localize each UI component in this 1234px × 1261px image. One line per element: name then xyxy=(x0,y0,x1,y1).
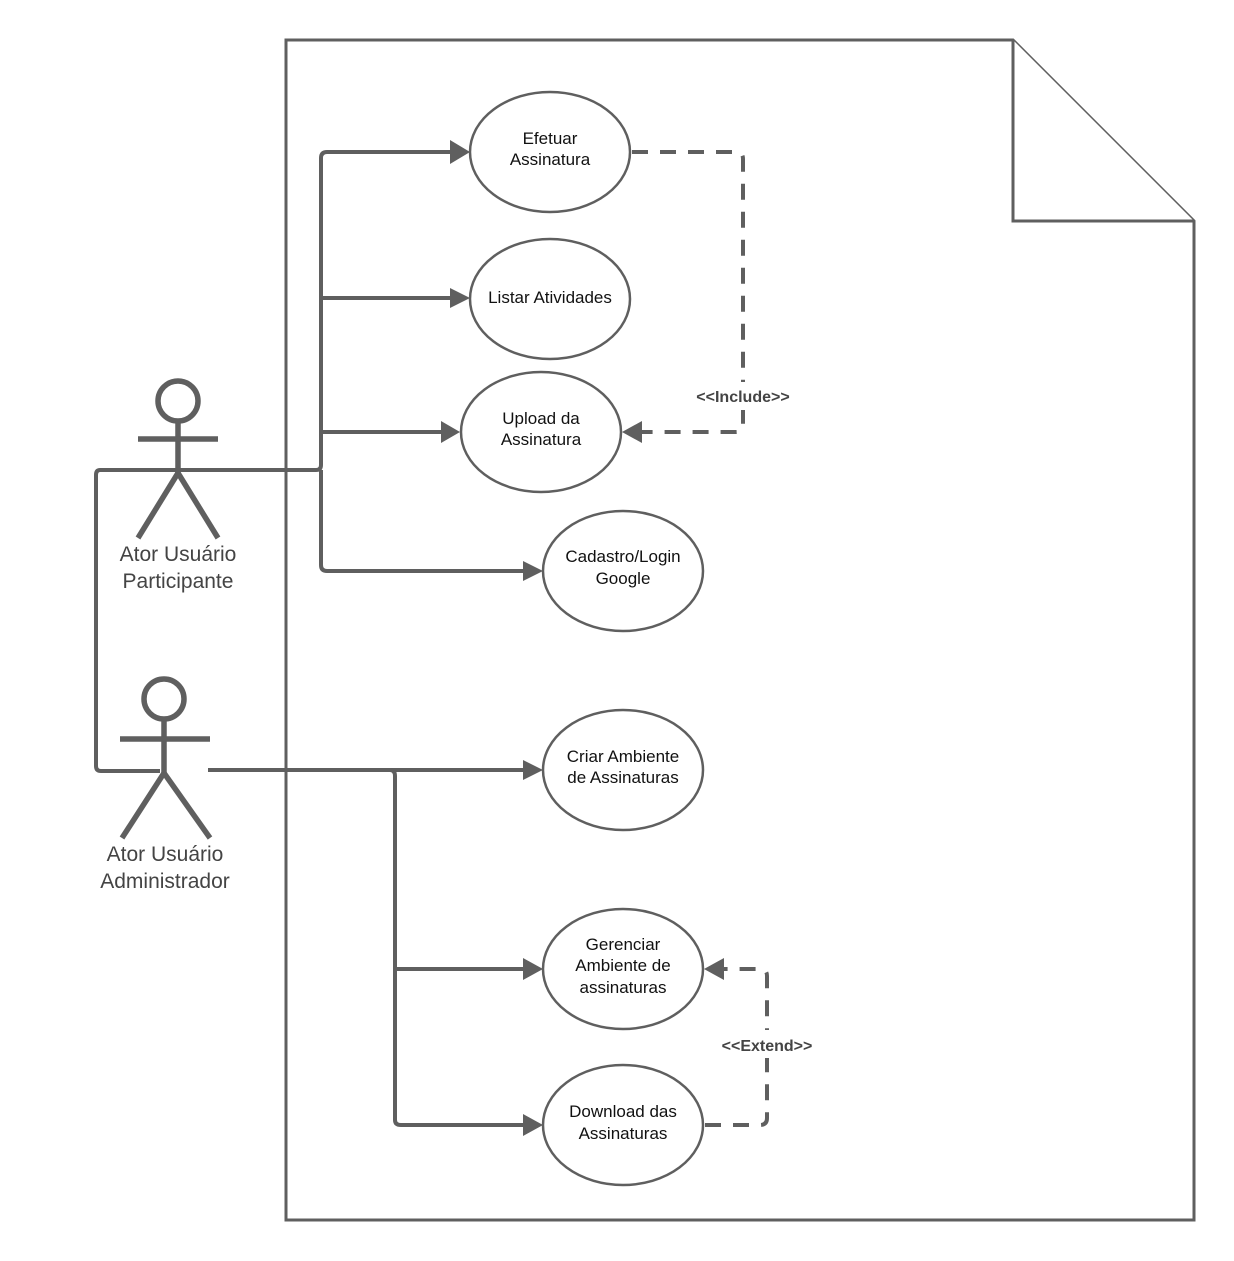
uc-line: assinaturas xyxy=(580,978,667,997)
uc-line: Assinatura xyxy=(501,430,582,449)
arrow-listar xyxy=(450,288,470,308)
arrow-efetuar xyxy=(450,140,470,164)
arrow-extend xyxy=(704,958,724,980)
use-case-listar-atividades[interactable]: Listar Atividades xyxy=(468,237,632,361)
svg-text:Listar Atividades: Listar Atividades xyxy=(488,288,612,307)
uc-line: Efetuar xyxy=(523,129,578,148)
actor-label: Ator Usuário xyxy=(107,843,224,866)
uc-line: Google xyxy=(596,569,651,588)
uc-line: Upload da xyxy=(502,409,580,428)
actor-label: Ator Usuário xyxy=(120,543,237,566)
arrowheads xyxy=(441,140,543,1136)
uc-line: de Assinaturas xyxy=(567,768,679,787)
uc-line: Download das xyxy=(569,1102,677,1121)
extend-label: <<Extend>> xyxy=(722,1038,813,1055)
extend-relation: <<Extend>> xyxy=(704,958,822,1127)
uc-line: Criar Ambiente xyxy=(567,747,679,766)
arrow-gerenciar xyxy=(523,958,543,980)
uc-line: Listar Atividades xyxy=(488,288,612,307)
uc-line: Gerenciar xyxy=(586,935,661,954)
arrow-download xyxy=(523,1114,543,1136)
arrow-include xyxy=(622,421,642,443)
use-case-criar-ambiente[interactable]: Criar Ambiente de Assinaturas xyxy=(541,708,705,832)
admin-connectors xyxy=(94,468,525,1127)
uc-line: Assinaturas xyxy=(579,1124,668,1143)
stick-figure-icon xyxy=(135,378,221,540)
uc-line: Assinatura xyxy=(510,150,591,169)
arrow-upload xyxy=(441,421,460,443)
use-case-upload-assinatura[interactable]: Upload da Assinatura xyxy=(459,370,623,494)
stick-figure-icon xyxy=(119,676,213,840)
uc-line: Ambiente de xyxy=(575,956,670,975)
actor-label: Administrador xyxy=(100,870,230,893)
arrow-criar xyxy=(523,760,543,780)
include-relation: <<Include>> xyxy=(622,150,798,443)
arrow-cadastro xyxy=(523,561,543,581)
actor-label: Participante xyxy=(123,570,234,593)
uc-line: Cadastro/Login xyxy=(565,547,680,566)
include-label: <<Include>> xyxy=(696,389,789,406)
participant-connectors xyxy=(180,150,525,573)
